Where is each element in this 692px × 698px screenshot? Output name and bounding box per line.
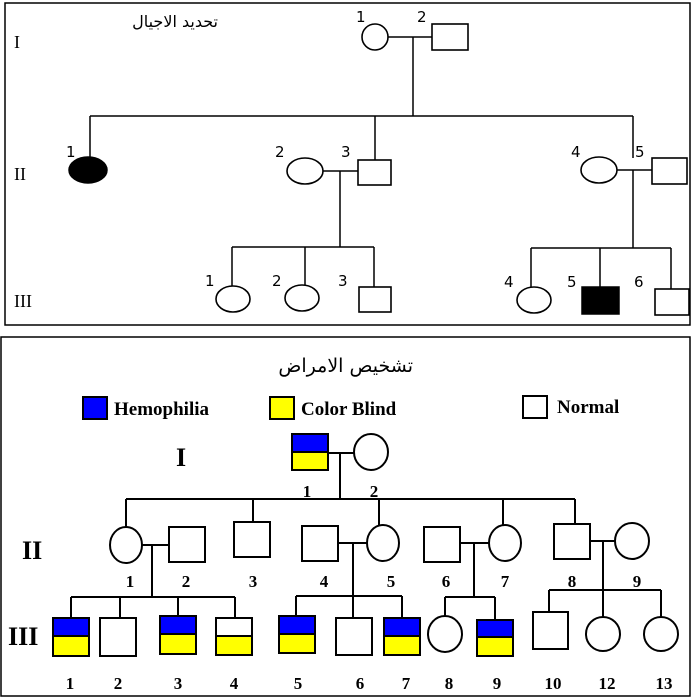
legend-normal-swatch [522, 395, 548, 419]
bottom-iii2-number: 2 [114, 674, 123, 693]
top-ii2-female [286, 157, 324, 185]
bottom-iii9-number: 9 [493, 674, 502, 693]
top-iii5-affected-male [581, 286, 620, 315]
top-panel-border [4, 2, 691, 326]
bottom-ii7-female [488, 524, 522, 562]
bottom-iii13-female [643, 616, 679, 652]
bottom-i1-number: 1 [303, 482, 312, 501]
top-i1-number: 1 [356, 8, 366, 26]
top-ii2-number: 2 [275, 143, 285, 161]
disease-pedigree-panel: تشخيص الامراض Hemophilia Color Blind Nor… [0, 336, 691, 697]
legend-hemophilia-label: Hemophilia [114, 399, 210, 420]
bottom-iii4-male-colorblind [215, 617, 253, 656]
top-iii5-number: 5 [567, 273, 577, 291]
generation-pedigree-panel: تحديد الاجيال I II III 1 [4, 2, 691, 326]
bottom-ii5-female [366, 524, 400, 562]
top-gen-label-3: III [14, 291, 32, 311]
top-i2-number: 2 [417, 8, 427, 26]
top-iii2-female [284, 284, 320, 312]
bottom-iii12-female [585, 616, 621, 652]
bottom-iii1-male-hemophilia-colorblind [52, 617, 90, 657]
legend: Hemophilia Color Blind Normal [82, 395, 619, 420]
top-iii4-female [516, 286, 552, 314]
top-ii5-male [651, 157, 688, 185]
bottom-iii10-number: 10 [545, 674, 562, 693]
bottom-iii10-male [532, 611, 569, 650]
top-iii6-number: 6 [634, 273, 644, 291]
bottom-ii3-number: 3 [249, 572, 258, 591]
bottom-ii2-male [168, 526, 206, 563]
top-ii4-female [580, 156, 618, 184]
top-ii5-number: 5 [635, 143, 645, 161]
bottom-ii1-number: 1 [126, 572, 135, 591]
top-i2-male [431, 23, 469, 51]
top-ii1-affected-female [68, 156, 108, 184]
bottom-iii3-male-hemophilia-colorblind [159, 615, 197, 655]
bottom-gen-label-3: III [8, 622, 38, 651]
top-iii4-number: 4 [504, 273, 514, 291]
bottom-iii4-number: 4 [230, 674, 239, 693]
legend-normal-label: Normal [557, 397, 619, 418]
bottom-iii7-male-hemophilia-colorblind [383, 617, 421, 656]
legend-color-blind-swatch [269, 396, 295, 420]
legend-color-blind-label: Color Blind [301, 399, 397, 420]
top-ii4-number: 4 [571, 143, 581, 161]
bottom-ii3-male [233, 521, 271, 558]
top-iii2-number: 2 [272, 272, 282, 290]
bottom-iii6-male [335, 617, 373, 656]
bottom-iii12-number: 12 [599, 674, 616, 693]
top-ii3-number: 3 [341, 143, 351, 161]
bottom-ii9-female [614, 522, 650, 560]
bottom-ii6-male [423, 526, 461, 563]
top-iii3-male [358, 286, 392, 313]
bottom-ii1-female [109, 526, 143, 564]
bottom-iii9-male-hemophilia-colorblind [476, 619, 514, 657]
bottom-ii9-number: 9 [633, 572, 642, 591]
top-iii1-number: 1 [205, 272, 215, 290]
bottom-i2-female [353, 433, 389, 471]
top-iii3-number: 3 [338, 272, 348, 290]
bottom-iii1-number: 1 [66, 674, 75, 693]
bottom-ii8-number: 8 [568, 572, 577, 591]
bottom-ii8-male [553, 523, 591, 560]
top-ii3-male [357, 159, 392, 186]
bottom-i2-number: 2 [370, 482, 379, 501]
bottom-i1-male-hemophilia-colorblind [291, 433, 329, 471]
bottom-ii4-male [301, 525, 339, 562]
top-iii6-male [654, 288, 690, 316]
top-gen-label-1: I [14, 32, 20, 52]
top-connector-lines [89, 36, 672, 289]
top-ii1-number: 1 [66, 143, 76, 161]
bottom-iii2-male [99, 617, 137, 657]
bottom-connector-lines [70, 452, 662, 620]
top-iii1-female [215, 285, 251, 313]
bottom-iii6-number: 6 [356, 674, 365, 693]
bottom-iii3-number: 3 [174, 674, 183, 693]
top-i1-female [361, 23, 389, 51]
bottom-ii6-number: 6 [442, 572, 451, 591]
bottom-iii5-male-hemophilia-colorblind [278, 615, 316, 654]
bottom-iii5-number: 5 [294, 674, 303, 693]
bottom-ii5-number: 5 [387, 572, 396, 591]
bottom-ii2-number: 2 [182, 572, 191, 591]
top-gen-label-2: II [14, 164, 26, 184]
bottom-gen-label-1: I [176, 443, 186, 472]
bottom-panel-title: تشخيص الامراض [278, 355, 413, 377]
bottom-iii7-number: 7 [402, 674, 411, 693]
bottom-ii7-number: 7 [501, 572, 510, 591]
bottom-ii4-number: 4 [320, 572, 329, 591]
top-panel-title: تحديد الاجيال [132, 12, 218, 31]
bottom-gen-label-2: II [22, 536, 42, 565]
bottom-iii13-number: 13 [656, 674, 673, 693]
bottom-iii8-female [427, 615, 463, 653]
bottom-iii8-number: 8 [445, 674, 454, 693]
legend-hemophilia-swatch [82, 396, 108, 420]
